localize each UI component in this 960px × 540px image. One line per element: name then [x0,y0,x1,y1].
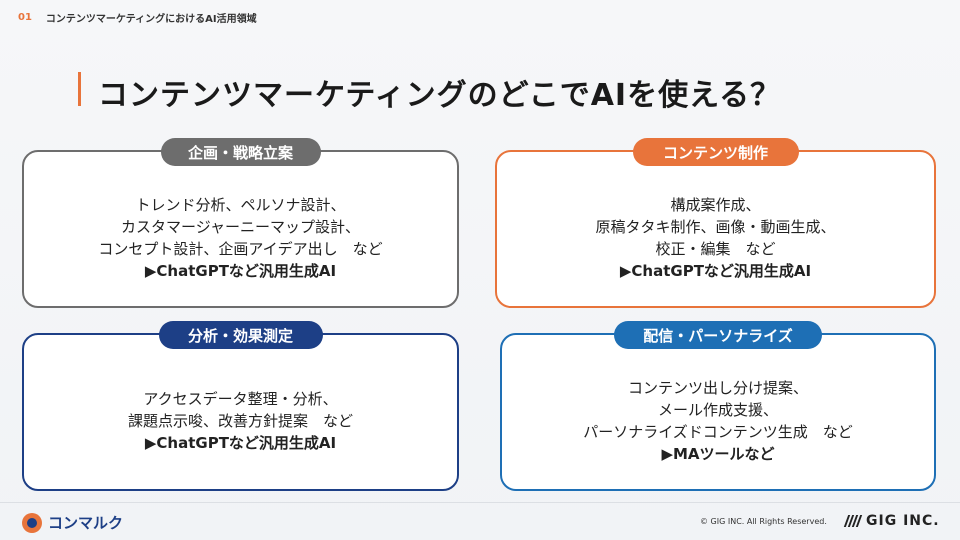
card-body-planning: トレンド分析、ペルソナ設計、 カスタマージャーニーマップ設計、 コンセプト設計、… [24,182,457,294]
card-body-analysis: アクセスデータ整理・分析、 課題点示唆、改善方針提案 など ▶ChatGPTなど… [24,365,457,477]
card-label-delivery: 配信・パーソナライズ [614,321,822,349]
card-planning-strategy: 企画・戦略立案 トレンド分析、ペルソナ設計、 カスタマージャーニーマップ設計、 … [22,138,459,308]
card-text-line: 課題点示唆、改善方針提案 など [127,412,353,430]
card-tool-line: ▶ChatGPTなど汎用生成AI [144,262,337,280]
gig-brand-text: GIG INC. [866,513,940,529]
copyright-text: © GIG INC. All Rights Reserved. [700,517,827,526]
card-text-line: コンセプト設計、企画アイデア出し など [98,240,383,258]
card-text-line: アクセスデータ整理・分析、 [143,390,338,408]
card-delivery-personalize: 配信・パーソナライズ コンテンツ出し分け提案、 メール作成支援、 パーソナライズ… [500,321,936,491]
card-content-production: コンテンツ制作 構成案作成、 原稿タタキ制作、画像・動画生成、 校正・編集 など… [495,138,936,308]
conmaruku-logo-text: コンマルク [48,514,124,532]
title-accent-bar [78,72,81,106]
card-text-line: トレンド分析、ペルソナ設計、 [135,196,346,214]
footer-divider [0,502,960,503]
card-text-line: メール作成支援、 [657,401,778,419]
card-text-line: パーソナライズドコンテンツ生成 など [583,423,853,441]
card-label-analysis: 分析・効果測定 [158,321,323,349]
conmaruku-logo: コンマルク [22,512,123,533]
card-text-line: 校正・編集 など [655,240,776,258]
card-body-delivery: コンテンツ出し分け提案、 メール作成支援、 パーソナライズドコンテンツ生成 など… [502,365,934,477]
slide-header: 01 コンテンツマーケティングにおけるAI活用領域 [18,10,257,25]
card-tool-line: ▶ChatGPTなど汎用生成AI [619,262,812,280]
card-tool-line: ▶ChatGPTなど汎用生成AI [144,434,337,452]
card-body-production: 構成案作成、 原稿タタキ制作、画像・動画生成、 校正・編集 など ▶ChatGP… [497,182,934,294]
card-analysis-measurement: 分析・効果測定 アクセスデータ整理・分析、 課題点示唆、改善方針提案 など ▶C… [22,321,459,491]
card-text-line: 構成案作成、 [670,196,761,214]
card-label-planning: 企画・戦略立案 [160,138,321,166]
gig-logo-icon [843,515,863,527]
card-tool-line: ▶MAツールなど [661,445,775,463]
gig-brand-logo: GIG INC. [843,513,940,529]
slide-number: 01 [18,12,32,23]
card-text-line: 原稿タタキ制作、画像・動画生成、 [595,218,836,236]
page-title: コンテンツマーケティングのどこでAIを使える？ [98,78,782,113]
slide-section-label: コンテンツマーケティングにおけるAI活用領域 [45,14,257,25]
card-label-production: コンテンツ制作 [632,138,799,166]
card-text-line: カスタマージャーニーマップ設計、 [121,218,360,236]
card-text-line: コンテンツ出し分け提案、 [627,379,808,397]
conmaruku-logo-icon [22,512,42,533]
